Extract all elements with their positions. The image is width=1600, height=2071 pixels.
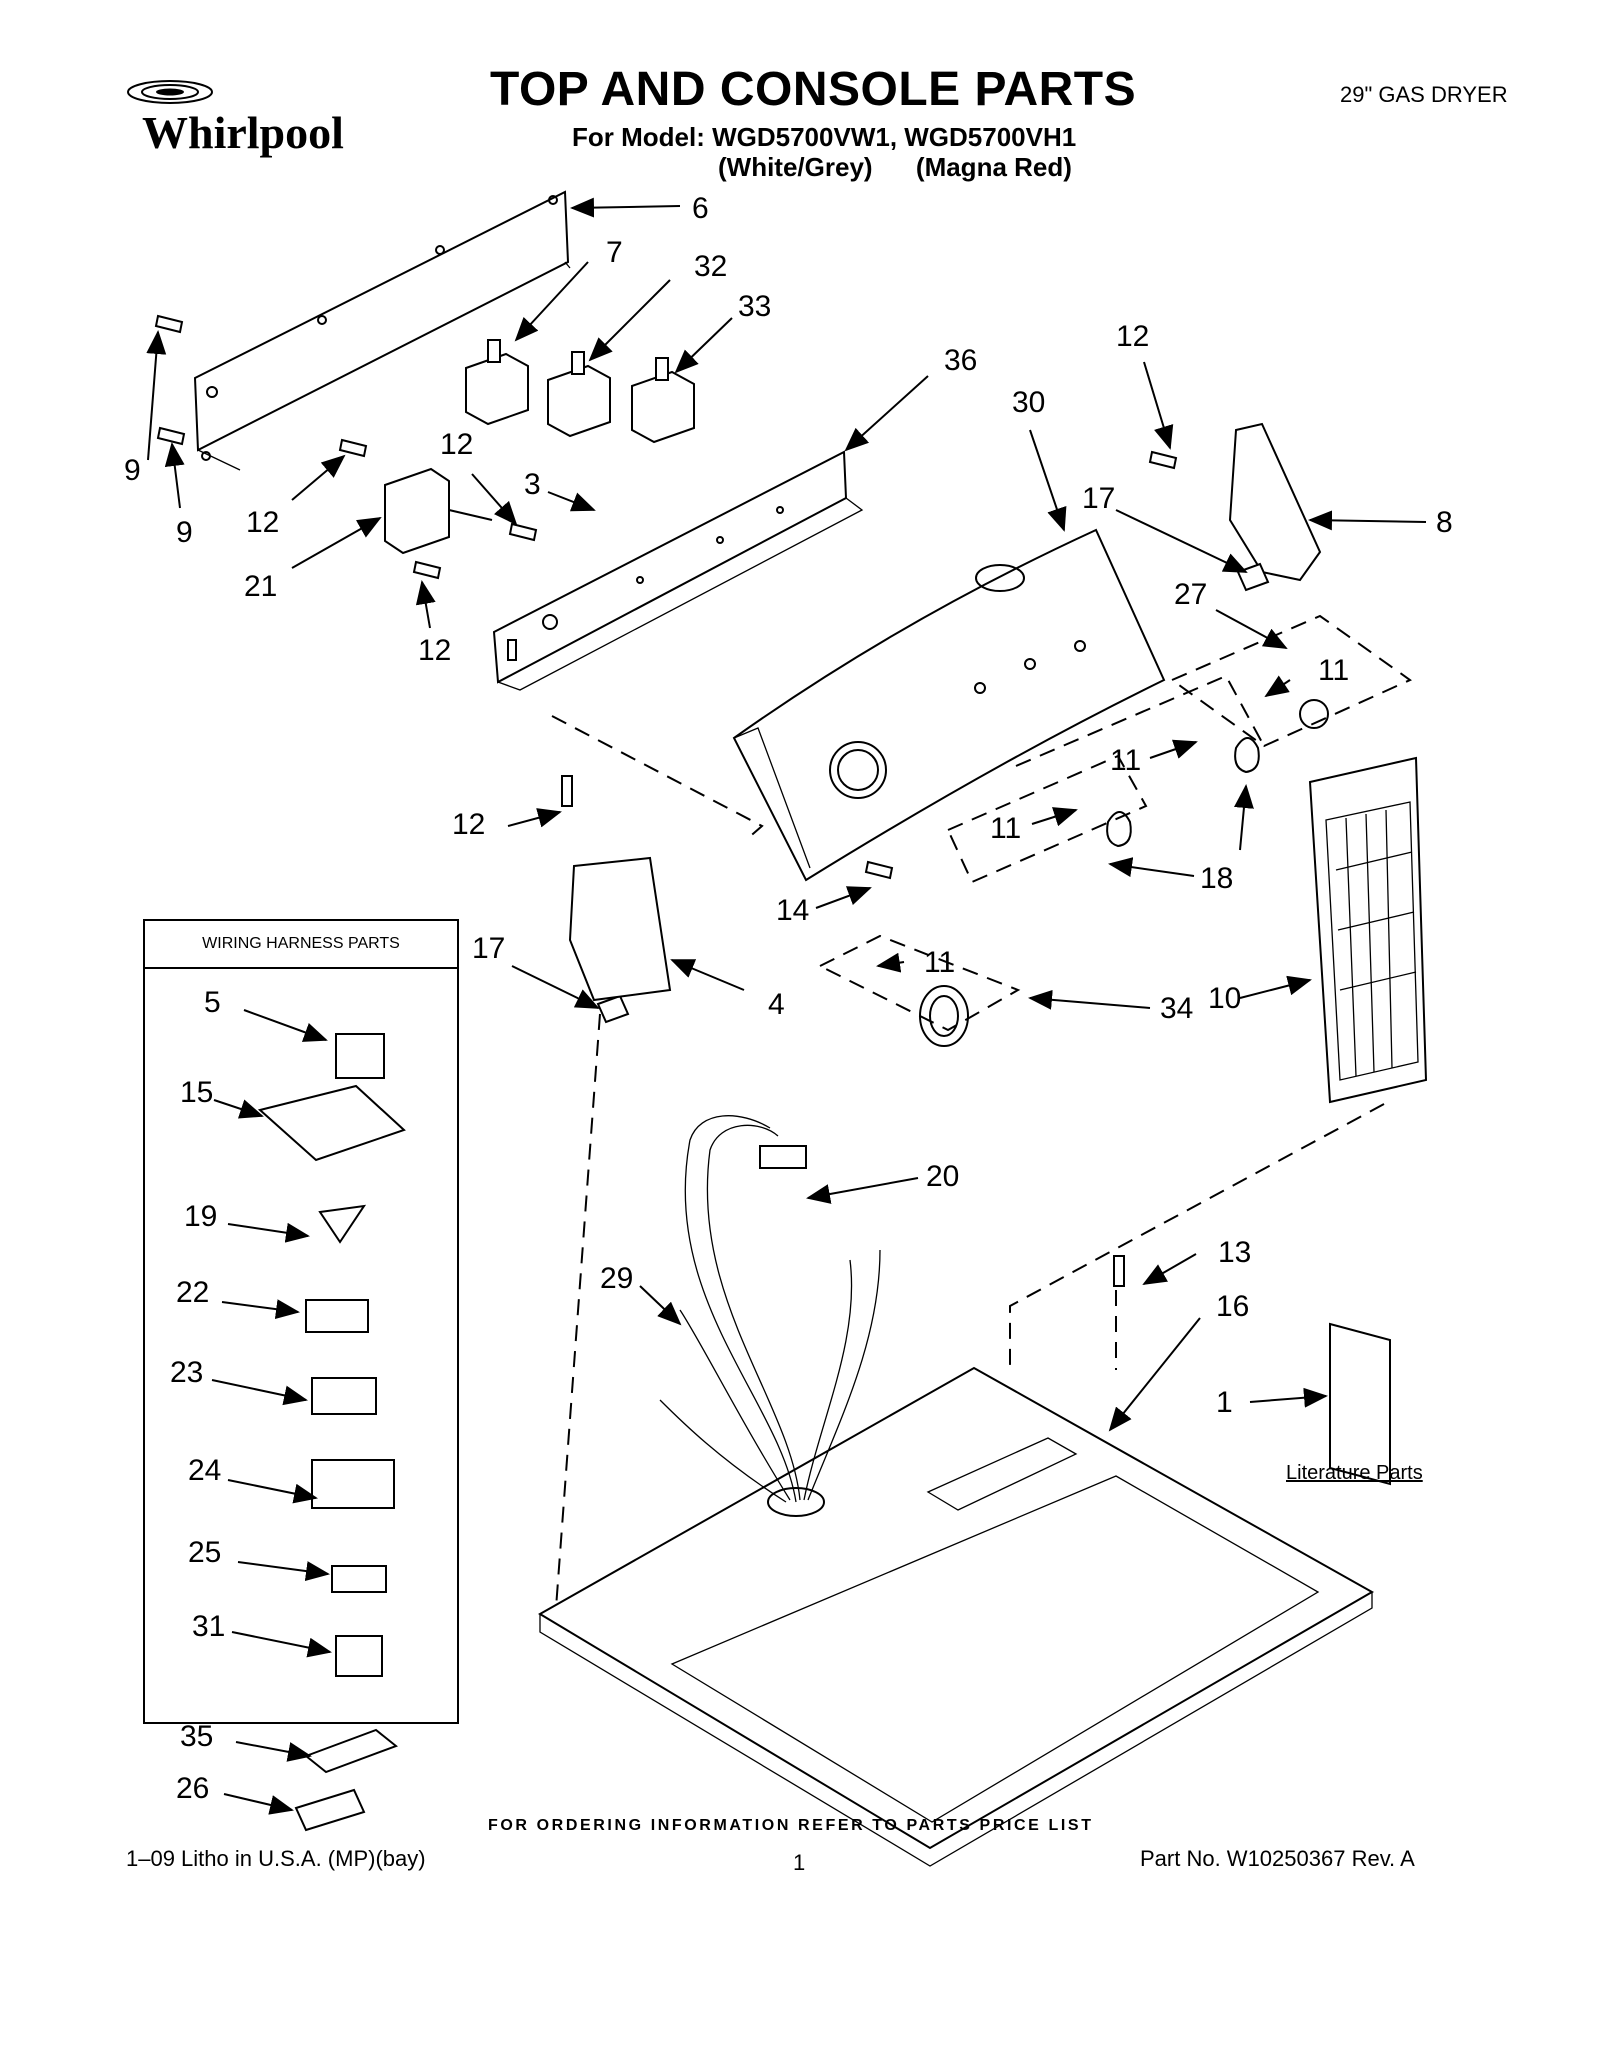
callout-label: 32 xyxy=(694,250,727,283)
clip-part xyxy=(596,994,630,1024)
callout-label: 34 xyxy=(1160,992,1193,1025)
callout-label: 11 xyxy=(990,812,1021,845)
callout-label: 23 xyxy=(170,1356,203,1389)
callout-label: 12 xyxy=(440,428,473,461)
callout-label: 26 xyxy=(176,1772,209,1805)
callout-label: 6 xyxy=(692,192,709,225)
literature-parts-label: Literature Parts xyxy=(1286,1462,1423,1484)
lint-screen-part xyxy=(1308,756,1428,1104)
callout-label: 14 xyxy=(776,894,809,927)
model-numbers: For Model: WGD5700VW1, WGD5700VH1 xyxy=(572,122,1077,152)
callout-label: 30 xyxy=(1012,386,1045,419)
callout-label: 24 xyxy=(188,1454,221,1487)
end-cap-part xyxy=(568,856,672,1002)
page-number: 1 xyxy=(793,1850,806,1875)
callout-label: 1 xyxy=(1216,1386,1233,1419)
callout-label: 20 xyxy=(926,1160,959,1193)
callout-label: 29 xyxy=(600,1262,633,1295)
wiring-harness-heading: WIRING HARNESS PARTS xyxy=(143,919,459,969)
litho-info: 1–09 Litho in U.S.A. (MP)(bay) xyxy=(126,1846,426,1871)
callout-label: 17 xyxy=(472,932,505,965)
callout-leader-arrows xyxy=(146,197,1427,1815)
whirlpool-swirl-logo-icon xyxy=(127,80,213,104)
callout-label: 5 xyxy=(204,986,221,1019)
callout-label: 12 xyxy=(1116,320,1149,353)
console-control-panel-part xyxy=(492,450,864,691)
callout-label: 12 xyxy=(418,634,451,667)
console-rear-panel-part xyxy=(193,190,571,471)
page-title: TOP AND CONSOLE PARTS xyxy=(490,63,1137,116)
product-type: 29" GAS DRYER xyxy=(1340,82,1508,107)
timer-part xyxy=(384,467,493,555)
knob-part xyxy=(919,699,1329,1047)
literature-pack-part xyxy=(1329,1322,1391,1486)
wiring-harness-box xyxy=(143,919,459,1724)
callout-label: 22 xyxy=(176,1276,209,1309)
callout-label: 12 xyxy=(246,506,279,539)
callout-label: 12 xyxy=(452,808,485,841)
callout-label: 13 xyxy=(1218,1236,1251,1269)
callout-label: 7 xyxy=(606,236,623,269)
dryer-top-part xyxy=(538,1366,1375,1867)
brand-logo: Whirlpool xyxy=(142,107,344,158)
callout-label: 25 xyxy=(188,1536,221,1569)
console-part xyxy=(732,528,1166,882)
callout-label: 21 xyxy=(244,570,277,603)
wire-harness-part xyxy=(659,1115,881,1503)
callout-label: 36 xyxy=(944,344,977,377)
callout-labels: 6 7 32 33 36 30 12 8 17 27 9 9 12 12 3 2… xyxy=(124,192,1453,1805)
callout-label: 33 xyxy=(738,290,771,323)
callout-label: 8 xyxy=(1436,506,1453,539)
callout-label: 18 xyxy=(1200,862,1233,895)
callout-label: 17 xyxy=(1082,482,1115,515)
callout-label: 9 xyxy=(124,454,141,487)
screw-part xyxy=(154,314,1178,1287)
console-end-cap-part xyxy=(1228,422,1322,582)
callout-label: 15 xyxy=(180,1076,213,1109)
callout-label: 27 xyxy=(1174,578,1207,611)
callout-label: 19 xyxy=(184,1200,217,1233)
callout-label: 4 xyxy=(768,988,785,1021)
callout-label: 16 xyxy=(1216,1290,1249,1323)
ordering-info: FOR ORDERING INFORMATION REFER TO PARTS … xyxy=(488,1817,1094,1834)
callout-label: 3 xyxy=(524,468,541,501)
callout-label: 11 xyxy=(1110,744,1141,777)
wire-connector-part xyxy=(257,1033,406,1832)
callout-label: 11 xyxy=(924,946,955,979)
callout-label: 10 xyxy=(1208,982,1241,1015)
callout-label: 9 xyxy=(176,516,193,549)
rotary-switch-part xyxy=(465,339,695,444)
callout-label: 31 xyxy=(192,1610,225,1643)
callout-label: 11 xyxy=(1318,654,1349,687)
model-color-variants: (White/Grey) (Magna Red) xyxy=(718,152,1072,182)
part-number: Part No. W10250367 Rev. A xyxy=(1140,1846,1415,1871)
callout-label: 35 xyxy=(180,1720,213,1753)
